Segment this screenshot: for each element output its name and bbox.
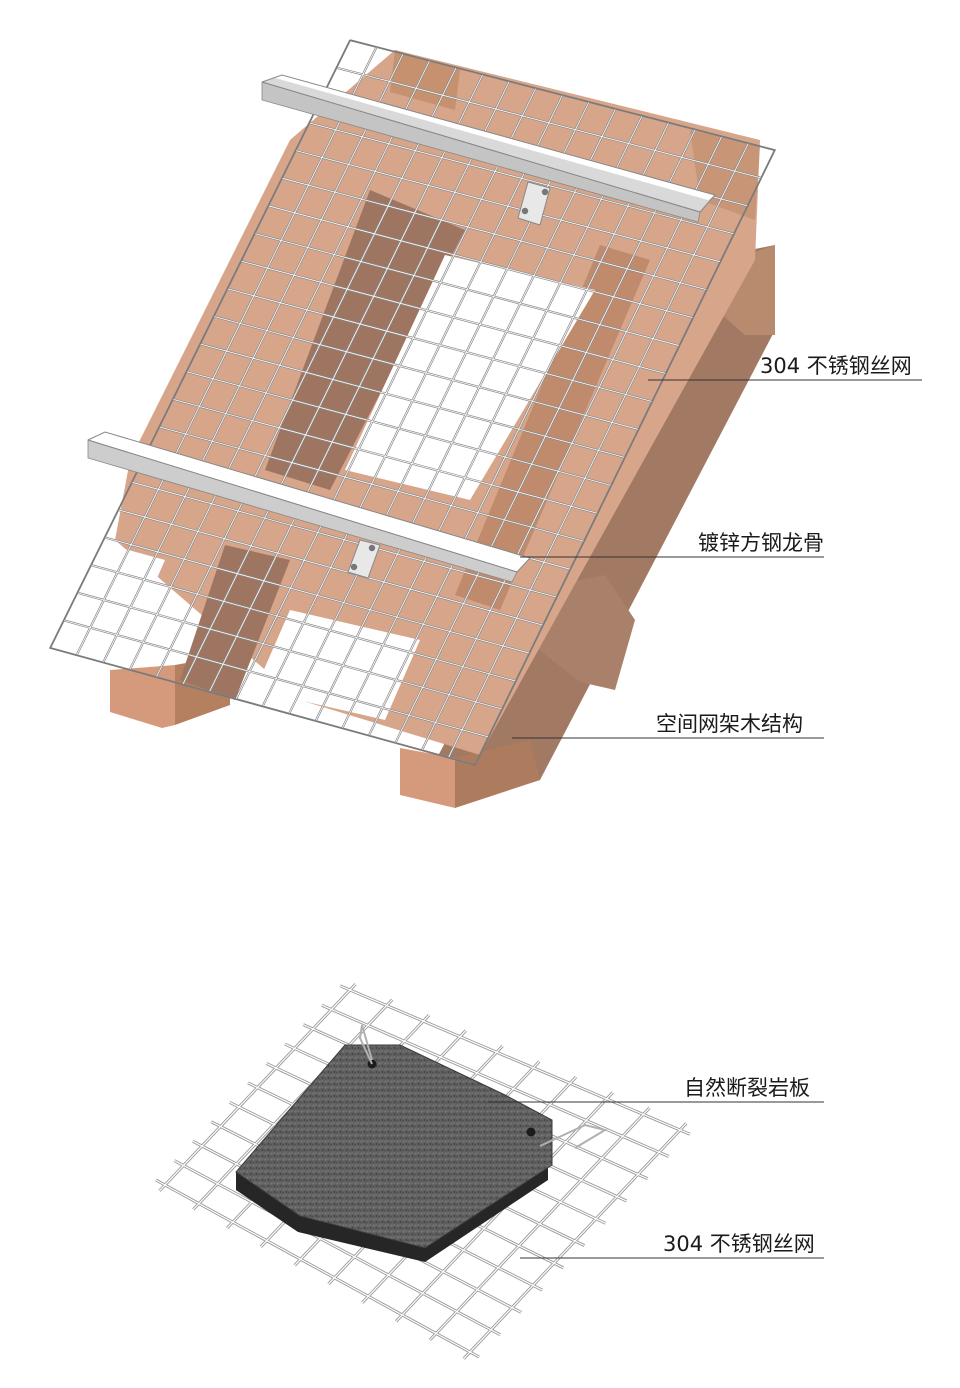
natural-stone-slab bbox=[235, 1024, 608, 1262]
frame-void-upper bbox=[345, 255, 595, 500]
wood-base-right-side bbox=[455, 740, 540, 808]
mesh-wire bbox=[339, 985, 691, 1135]
mesh-wire bbox=[63, 619, 489, 738]
anchor-wire-right bbox=[539, 1123, 608, 1149]
wood-base-right-front bbox=[400, 748, 455, 808]
mesh-wire bbox=[295, 150, 721, 263]
stone-slab-top bbox=[235, 1044, 553, 1249]
mesh-wire bbox=[240, 260, 667, 375]
mesh-wire bbox=[158, 426, 585, 542]
label-keel: 镀锌方钢龙骨 bbox=[698, 531, 824, 555]
mesh-wire bbox=[336, 67, 762, 179]
label-wood-frame: 空间网架木结构 bbox=[656, 712, 803, 736]
mesh-wire bbox=[227, 288, 653, 402]
keel-bracket-lower bbox=[347, 539, 381, 579]
mesh-wire bbox=[172, 398, 598, 514]
galvanized-keel-upper bbox=[261, 74, 716, 223]
mesh-wire bbox=[268, 205, 694, 319]
mesh-wire bbox=[321, 1004, 670, 1158]
mesh-wire bbox=[104, 537, 530, 654]
mesh-wire bbox=[131, 481, 557, 598]
label-mesh-top: 304 不锈钢丝网 bbox=[760, 354, 912, 378]
mesh-wire bbox=[199, 343, 626, 458]
mesh-wire bbox=[173, 1160, 501, 1336]
mesh-wire bbox=[254, 233, 680, 347]
label-mesh-bottom: 304 不锈钢丝网 bbox=[663, 1232, 815, 1256]
mesh-wire bbox=[90, 564, 517, 682]
mesh-wire bbox=[118, 509, 544, 626]
label-stone-slab: 自然断裂岩板 bbox=[684, 1076, 810, 1100]
mesh-wire bbox=[77, 592, 503, 710]
leader-lines bbox=[488, 379, 922, 1259]
mesh-wire bbox=[213, 315, 639, 430]
mesh-wire bbox=[155, 1179, 480, 1358]
anchor-hole-right bbox=[526, 1127, 536, 1137]
mesh-wire bbox=[308, 122, 735, 235]
anchor-wire-left bbox=[358, 1024, 373, 1065]
keel-bracket-upper bbox=[517, 181, 551, 226]
wood-base-left-front bbox=[110, 665, 175, 728]
stone-slab-edge bbox=[236, 1164, 548, 1262]
mesh-wire bbox=[281, 177, 707, 291]
mesh-wire bbox=[186, 371, 612, 486]
galvanized-keel-lower bbox=[87, 431, 531, 583]
